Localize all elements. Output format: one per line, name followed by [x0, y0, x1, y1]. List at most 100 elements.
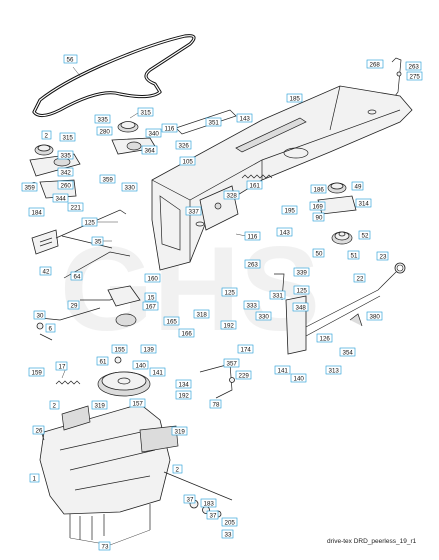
label-157: 157 [133, 400, 144, 407]
label-125-right: 125 [297, 287, 308, 294]
label-357: 357 [227, 360, 238, 367]
label-42: 42 [43, 268, 50, 275]
spring-lower-left [55, 380, 81, 385]
label-2-right: 2 [176, 466, 180, 473]
label-161: 161 [250, 182, 261, 189]
label-17: 17 [59, 363, 66, 370]
label-160: 160 [148, 275, 159, 282]
diagram-caption: drive-tex DRD_peerless_19_r1 [327, 538, 417, 545]
label-185: 185 [290, 95, 301, 102]
label-26: 26 [36, 427, 43, 434]
label-319-upper: 319 [95, 402, 106, 409]
label-116: 116 [165, 125, 175, 132]
label-125-left: 125 [85, 219, 96, 226]
label-263-mid: 263 [248, 261, 259, 268]
label-326: 326 [179, 142, 190, 149]
label-331: 331 [273, 292, 284, 299]
label-351: 351 [209, 119, 220, 126]
label-318: 318 [197, 311, 208, 318]
label-90: 90 [316, 214, 323, 221]
label-174: 174 [241, 346, 252, 353]
drive-belt [32, 34, 196, 118]
transmission-pulley [97, 356, 151, 397]
idler-pulley-upper [111, 121, 157, 155]
part-labels: 56 268 263 275 315 335 280 340 364 185 1… [21, 54, 423, 551]
label-364: 364 [145, 147, 156, 154]
label-116-mid: 116 [248, 233, 258, 240]
label-2: 2 [45, 132, 49, 139]
label-56: 56 [67, 56, 74, 63]
label-328: 328 [227, 192, 238, 199]
label-335: 335 [98, 116, 109, 123]
label-268: 268 [370, 61, 381, 68]
label-22: 22 [357, 275, 364, 282]
label-105: 105 [183, 158, 194, 165]
label-333: 333 [247, 302, 258, 309]
label-61: 61 [100, 358, 107, 365]
label-263: 263 [409, 63, 420, 70]
pedal-assembly [31, 209, 141, 341]
label-51: 51 [351, 252, 358, 259]
label-195: 195 [285, 207, 296, 214]
label-50: 50 [316, 250, 323, 257]
label-344: 344 [56, 195, 67, 202]
label-35: 35 [95, 238, 102, 245]
label-143-mid: 143 [280, 229, 291, 236]
label-141: 141 [153, 369, 164, 376]
label-275: 275 [410, 73, 421, 80]
label-348: 348 [296, 304, 307, 311]
label-183: 183 [204, 500, 215, 507]
label-342: 342 [61, 169, 72, 176]
label-125-mid: 125 [225, 289, 236, 296]
label-30: 30 [37, 312, 44, 319]
label-73: 73 [102, 543, 109, 550]
label-64: 64 [74, 273, 81, 280]
label-315: 315 [141, 109, 152, 116]
label-186: 186 [314, 186, 325, 193]
label-143: 143 [240, 115, 251, 122]
rod-lower-right [199, 363, 235, 399]
label-359: 359 [103, 176, 114, 183]
label-280: 280 [100, 128, 111, 135]
tensioner-pulley-right [317, 182, 357, 245]
label-380: 380 [370, 313, 381, 320]
label-315-left: 315 [63, 134, 74, 141]
spring [241, 174, 273, 179]
label-229: 229 [239, 372, 250, 379]
label-159: 159 [32, 369, 43, 376]
label-140-right: 140 [294, 375, 305, 382]
label-167: 167 [146, 303, 157, 310]
label-192-right: 192 [224, 322, 235, 329]
label-354: 354 [343, 349, 354, 356]
label-140: 140 [136, 362, 147, 369]
control-rod-right [299, 262, 406, 337]
belt-guide-rod [391, 57, 402, 97]
label-78: 78 [213, 401, 220, 408]
label-205: 205 [225, 519, 236, 526]
label-165: 165 [167, 318, 178, 325]
label-6: 6 [49, 325, 53, 332]
label-52: 52 [362, 232, 369, 239]
label-339: 339 [297, 269, 308, 276]
label-29: 29 [71, 302, 78, 309]
transaxle [39, 403, 233, 540]
label-155: 155 [115, 346, 126, 353]
label-141-right: 141 [278, 367, 289, 374]
label-2-transaxle: 2 [53, 402, 57, 409]
label-335-left: 335 [61, 152, 72, 159]
label-37: 37 [187, 496, 194, 503]
label-1: 1 [33, 475, 37, 482]
label-134: 134 [179, 381, 190, 388]
label-359-left: 359 [25, 184, 36, 191]
label-260: 260 [61, 182, 72, 189]
label-139: 139 [144, 346, 155, 353]
label-23: 23 [380, 253, 387, 260]
label-330: 330 [125, 184, 136, 191]
label-184: 184 [32, 209, 43, 216]
chassis-frame [151, 85, 413, 271]
label-126: 126 [320, 335, 331, 342]
label-337: 337 [189, 208, 200, 215]
label-192: 192 [179, 392, 190, 399]
label-37-lower: 37 [210, 512, 217, 519]
